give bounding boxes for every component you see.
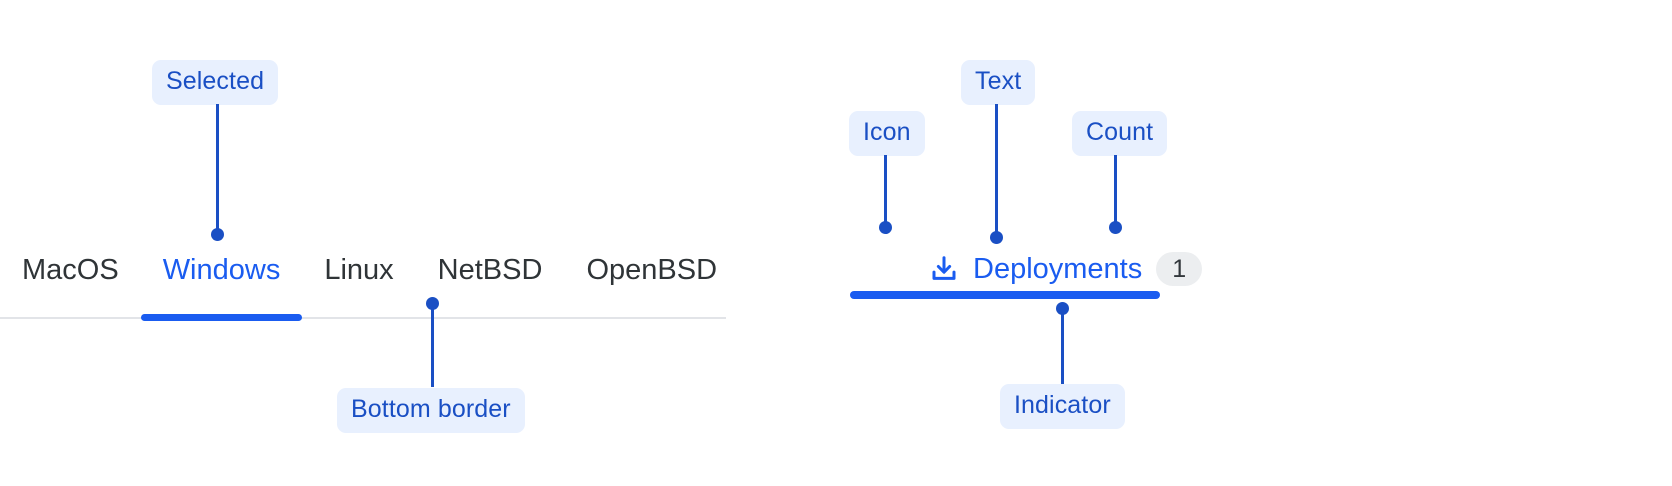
- callout-count: Count: [1072, 111, 1168, 156]
- leader-line-count: [1114, 155, 1117, 227]
- tab-windows-label: Windows: [162, 254, 281, 286]
- tab-deployments[interactable]: Deployments 1: [929, 252, 1203, 286]
- tab-openbsd-label: OpenBSD: [586, 254, 718, 286]
- tab-deployments-count-badge: 1: [1156, 252, 1203, 286]
- tabbar-bottom-rule: [0, 317, 726, 319]
- callout-selected: Selected: [152, 60, 279, 105]
- download-icon: [932, 256, 956, 280]
- tab-windows[interactable]: Windows: [140, 254, 303, 321]
- tab-netbsd-label: NetBSD: [437, 254, 543, 286]
- tab-linux[interactable]: Linux: [302, 256, 415, 285]
- leader-line-indicator: [1061, 308, 1064, 384]
- tab-openbsd[interactable]: OpenBSD: [564, 256, 739, 285]
- tab-deployments-indicator: [850, 291, 1160, 299]
- leader-line-selected: [216, 104, 219, 234]
- tab-linux-label: Linux: [324, 254, 394, 286]
- tab-windows-underline: [140, 314, 303, 321]
- tablist-os: MacOS Windows Linux NetBSD OpenBSD: [0, 254, 739, 321]
- callout-bottom-border: Bottom border: [337, 388, 525, 433]
- tab-deployments-label: Deployments: [973, 252, 1143, 285]
- tab-macos-label: MacOS: [22, 254, 119, 286]
- tab-netbsd[interactable]: NetBSD: [416, 256, 565, 285]
- callout-text: Text: [961, 60, 1036, 105]
- leader-line-text: [995, 104, 998, 237]
- leader-dot-icon: [879, 221, 892, 234]
- leader-dot-count: [1109, 221, 1122, 234]
- leader-line-icon: [884, 155, 887, 227]
- callout-icon: Icon: [849, 111, 925, 156]
- tab-macos[interactable]: MacOS: [0, 256, 141, 285]
- leader-dot-selected: [211, 228, 224, 241]
- callout-indicator: Indicator: [1000, 384, 1125, 429]
- leader-dot-text: [990, 231, 1003, 244]
- leader-line-bottom-border: [431, 303, 434, 387]
